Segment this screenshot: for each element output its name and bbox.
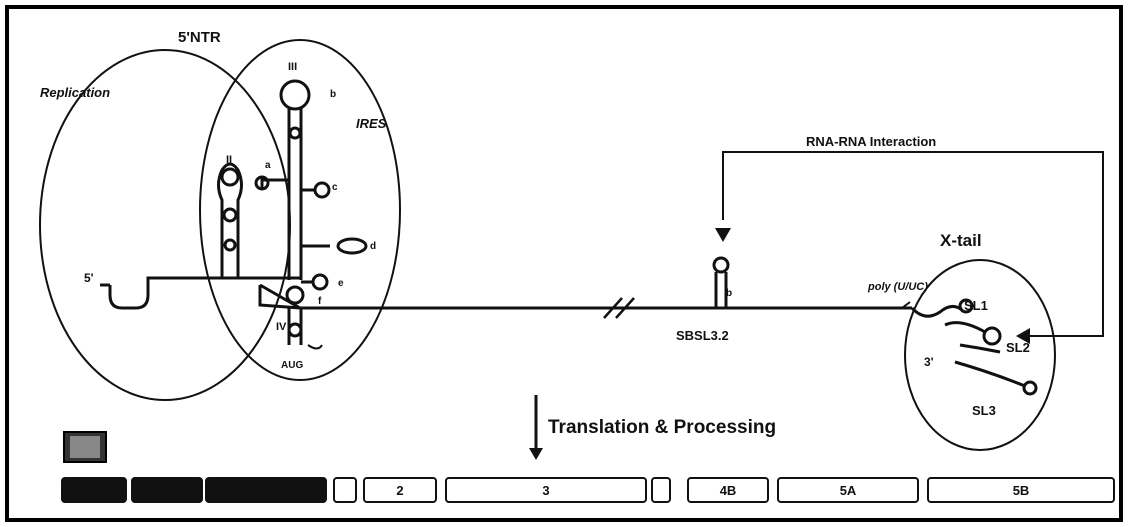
genome-segment-box bbox=[652, 478, 670, 502]
domain-iv-label: IV bbox=[276, 321, 287, 333]
genome-segment bbox=[652, 478, 670, 502]
document-icon bbox=[64, 432, 106, 462]
genome-segment bbox=[132, 478, 202, 502]
sbsl-stem-loop bbox=[714, 258, 728, 308]
sbsl-label: SBSL3.2 bbox=[676, 328, 729, 343]
loop-b-label: b bbox=[330, 89, 336, 100]
poly-label: poly (U/UC) bbox=[867, 281, 928, 293]
genome-segment-label: 4B bbox=[720, 483, 737, 498]
replication-ellipse bbox=[40, 50, 290, 400]
aug-label: AUG bbox=[281, 360, 303, 371]
genome-segment-label: 5B bbox=[1013, 483, 1030, 498]
ntr5-label: 5'NTR bbox=[178, 29, 221, 46]
replication-label: Replication bbox=[40, 85, 110, 100]
genome-segment bbox=[62, 478, 126, 502]
loop-f-label: f bbox=[318, 296, 322, 307]
genome-segment-box bbox=[132, 478, 202, 502]
genome-segment: 4B bbox=[688, 478, 768, 502]
interaction-arrowhead-down bbox=[715, 228, 731, 242]
translation-label: Translation & Processing bbox=[548, 417, 776, 438]
genome-segment-label: 5A bbox=[840, 483, 857, 498]
five-prime-structure bbox=[100, 278, 300, 308]
domain-iii-stem bbox=[256, 81, 366, 289]
loop-a-label: a bbox=[265, 160, 271, 171]
rna-interaction-label: RNA-RNA Interaction bbox=[806, 134, 936, 149]
genome-backbone bbox=[300, 298, 912, 318]
loop-d-label: d bbox=[370, 241, 376, 252]
loop-e-label: e bbox=[338, 278, 344, 289]
genome-segment: 5B bbox=[928, 478, 1114, 502]
genome-segment bbox=[206, 478, 326, 502]
five-prime-label: 5' bbox=[84, 271, 94, 285]
genome-segment-label: 3 bbox=[542, 483, 549, 498]
genome-segment: 5A bbox=[778, 478, 918, 502]
domain-iv-stem bbox=[260, 285, 322, 349]
loop-c-label: c bbox=[332, 182, 338, 193]
three-prime-label: 3' bbox=[924, 355, 934, 369]
genome-segment bbox=[334, 478, 356, 502]
domain-iii-label: III bbox=[288, 61, 297, 73]
genome-segment: 2 bbox=[364, 478, 436, 502]
genome-segment-box bbox=[334, 478, 356, 502]
genome-segment: 3 bbox=[446, 478, 646, 502]
ires-label: IRES bbox=[356, 116, 387, 131]
sl3-label: SL3 bbox=[972, 403, 996, 418]
translation-arrow bbox=[529, 395, 543, 460]
genome-segment-box bbox=[206, 478, 326, 502]
domain-ii-stem bbox=[219, 164, 242, 278]
sl2-label: SL2 bbox=[1006, 340, 1030, 355]
polyprotein-bar: 2 3 4B 5A 5B bbox=[62, 478, 1114, 502]
genome-segment-box bbox=[62, 478, 126, 502]
xtail-label: X-tail bbox=[940, 231, 982, 250]
genome-segment-label: 2 bbox=[396, 483, 403, 498]
